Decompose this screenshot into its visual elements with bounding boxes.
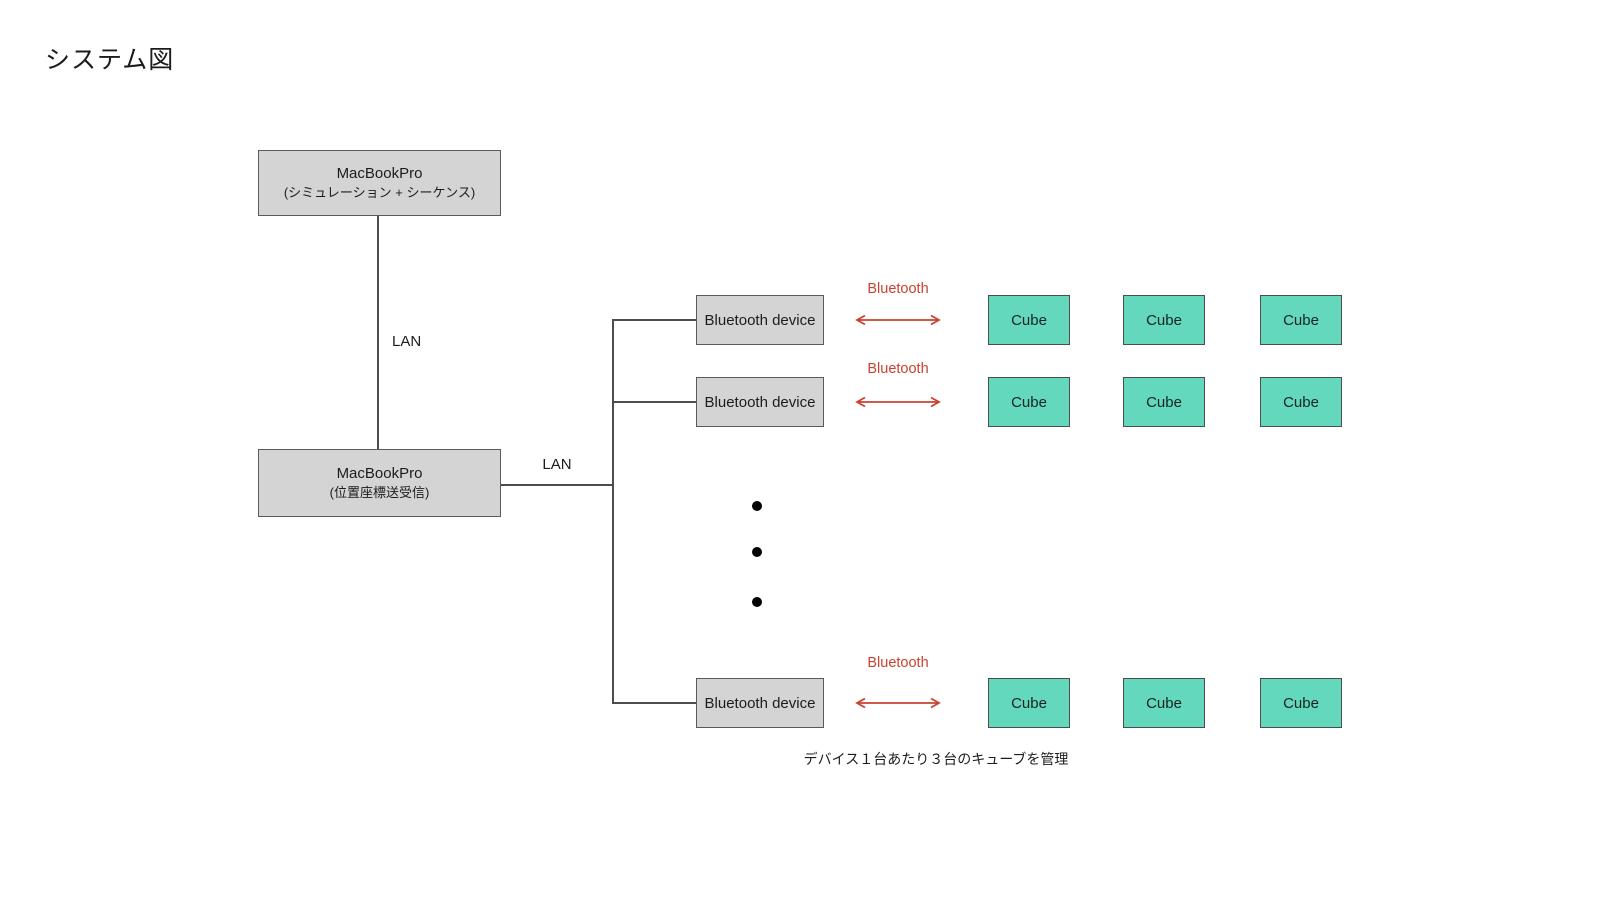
node-label: Cube [1146, 311, 1182, 329]
node-label: Bluetooth device [704, 311, 816, 329]
node-macbookpro-position: MacBookPro (位置座標送受信) [258, 449, 501, 517]
node-bluetooth-device-n: Bluetooth device [696, 678, 824, 728]
node-sublabel: (位置座標送受信) [329, 485, 430, 501]
node-label: Cube [1283, 311, 1319, 329]
node-cube: Cube [1260, 377, 1342, 427]
bluetooth-arrow-icon [855, 697, 941, 709]
ellipsis-dot-icon [752, 597, 762, 607]
node-label: Bluetooth device [704, 694, 816, 712]
branch-line-1 [612, 319, 696, 321]
bluetooth-arrow-icon [855, 396, 941, 408]
diagram-caption: デバイス１台あたり３台のキューブを管理 [803, 751, 1069, 767]
trunk-line [612, 320, 614, 704]
node-sublabel: (シミュレーション + シーケンス) [283, 185, 476, 201]
node-label: Cube [1146, 393, 1182, 411]
bluetooth-link-label-1: Bluetooth [867, 281, 929, 297]
ellipsis-dot-icon [752, 547, 762, 557]
node-bluetooth-device-2: Bluetooth device [696, 377, 824, 427]
bluetooth-link-label-2: Bluetooth [867, 361, 929, 377]
ellipsis-dot-icon [752, 501, 762, 511]
node-label: MacBookPro [336, 164, 423, 182]
node-cube: Cube [988, 377, 1070, 427]
node-cube: Cube [1260, 678, 1342, 728]
lan-horizontal-label: LAN [542, 456, 572, 473]
node-cube: Cube [988, 295, 1070, 345]
node-cube: Cube [1123, 678, 1205, 728]
node-label: Cube [1011, 694, 1047, 712]
node-label: Cube [1011, 393, 1047, 411]
node-label: MacBookPro [336, 464, 423, 482]
bluetooth-link-label-3: Bluetooth [867, 655, 929, 671]
lan-vertical-line [377, 216, 379, 449]
node-bluetooth-device-1: Bluetooth device [696, 295, 824, 345]
lan-horizontal-line [501, 484, 613, 486]
node-cube: Cube [1260, 295, 1342, 345]
node-label: Bluetooth device [704, 393, 816, 411]
branch-line-2 [612, 401, 696, 403]
node-label: Cube [1283, 694, 1319, 712]
branch-line-3 [612, 702, 696, 704]
node-cube: Cube [1123, 377, 1205, 427]
node-cube: Cube [988, 678, 1070, 728]
node-label: Cube [1011, 311, 1047, 329]
lan-vertical-label: LAN [392, 333, 422, 350]
bluetooth-arrow-icon [855, 314, 941, 326]
node-cube: Cube [1123, 295, 1205, 345]
node-macbookpro-simulation: MacBookPro (シミュレーション + シーケンス) [258, 150, 501, 216]
page-title: システム図 [45, 46, 175, 74]
node-label: Cube [1146, 694, 1182, 712]
node-label: Cube [1283, 393, 1319, 411]
